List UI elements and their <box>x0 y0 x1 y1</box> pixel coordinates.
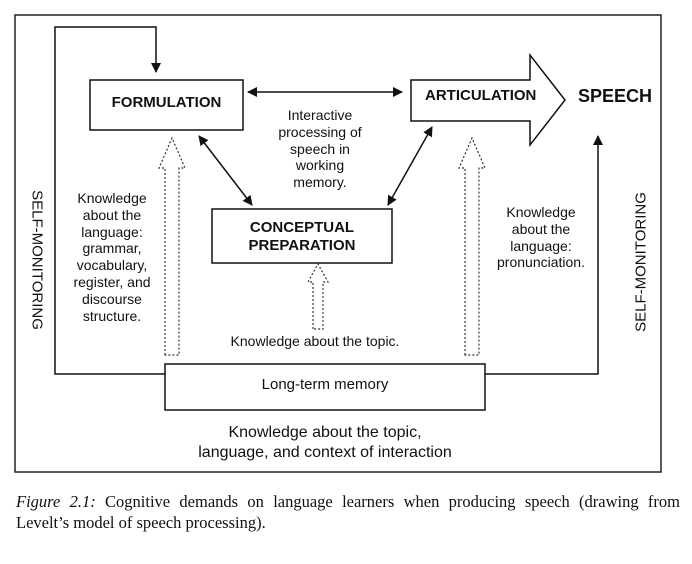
pronunciation-knowledge-arrow <box>458 136 486 356</box>
bottom-knowledge-line: Knowledge about the topic, <box>228 424 422 441</box>
knowledge-line: pronunciation. <box>497 254 585 271</box>
knowledge-line: language: <box>81 223 143 240</box>
diagram-canvas <box>14 14 662 473</box>
knowledge-line: about the <box>82 206 142 223</box>
knowledge-line: grammar, <box>82 240 142 257</box>
note-line: speech in <box>290 140 350 157</box>
knowledge-line: discourse <box>82 290 142 307</box>
formulation-box <box>89 79 244 131</box>
knowledge-line: register, and <box>73 273 151 290</box>
formulation-conceptual-arrow <box>198 135 253 206</box>
right-self-monitoring-loop <box>485 135 603 375</box>
long-term-memory-box <box>164 363 486 411</box>
articulation-arrow-box <box>410 52 566 148</box>
speech-label: SPEECH <box>577 86 653 106</box>
language-knowledge-arrow <box>158 136 186 356</box>
preparation-label-line: PREPARATION <box>248 237 356 254</box>
topic-knowledge-label: Knowledge about the topic. <box>230 333 400 349</box>
formulation-label: FORMULATION <box>111 94 222 111</box>
knowledge-line: Knowledge <box>77 190 147 206</box>
caption-label: Figure 2.1: <box>16 492 96 511</box>
figure-caption: Figure 2.1: Cognitive demands on languag… <box>16 492 680 533</box>
long-term-memory-label: Long-term memory <box>261 376 389 393</box>
note-line: working <box>295 157 345 174</box>
note-line: Interactive <box>287 107 353 123</box>
knowledge-line: about the <box>511 220 571 237</box>
knowledge-line: Knowledge <box>506 204 576 220</box>
pronunciation-knowledge-label: Knowledge about the language: pronunciat… <box>486 204 596 271</box>
bottom-knowledge-line: language, and context of interaction <box>198 444 452 461</box>
knowledge-line: language: <box>510 237 572 254</box>
conceptual-label-line: CONCEPTUAL <box>249 219 355 236</box>
note-line: memory. <box>293 174 347 191</box>
knowledge-line: structure. <box>82 307 142 324</box>
note-line: processing of <box>278 123 362 140</box>
caption-text: Cognitive demands on language learners w… <box>16 492 680 532</box>
left-self-monitoring-label: SELF-MONITORING <box>28 190 46 330</box>
topic-knowledge-arrow <box>306 262 330 330</box>
knowledge-line: vocabulary, <box>76 257 148 274</box>
articulation-label: ARTICULATION <box>425 87 537 104</box>
conceptual-preparation-box <box>211 208 393 264</box>
right-self-monitoring-label: SELF-MONITORING <box>632 192 650 332</box>
interactive-processing-note: Interactive processing of speech in work… <box>255 107 385 191</box>
outer-frame <box>14 14 662 473</box>
left-self-monitoring-loop <box>54 26 165 375</box>
articulation-conceptual-arrow <box>387 126 433 206</box>
bottom-knowledge-label: Knowledge about the topic, language, and… <box>160 423 490 463</box>
conceptual-preparation-label: CONCEPTUAL PREPARATION <box>212 219 392 255</box>
language-knowledge-label: Knowledge about the language: grammar, v… <box>62 190 162 324</box>
